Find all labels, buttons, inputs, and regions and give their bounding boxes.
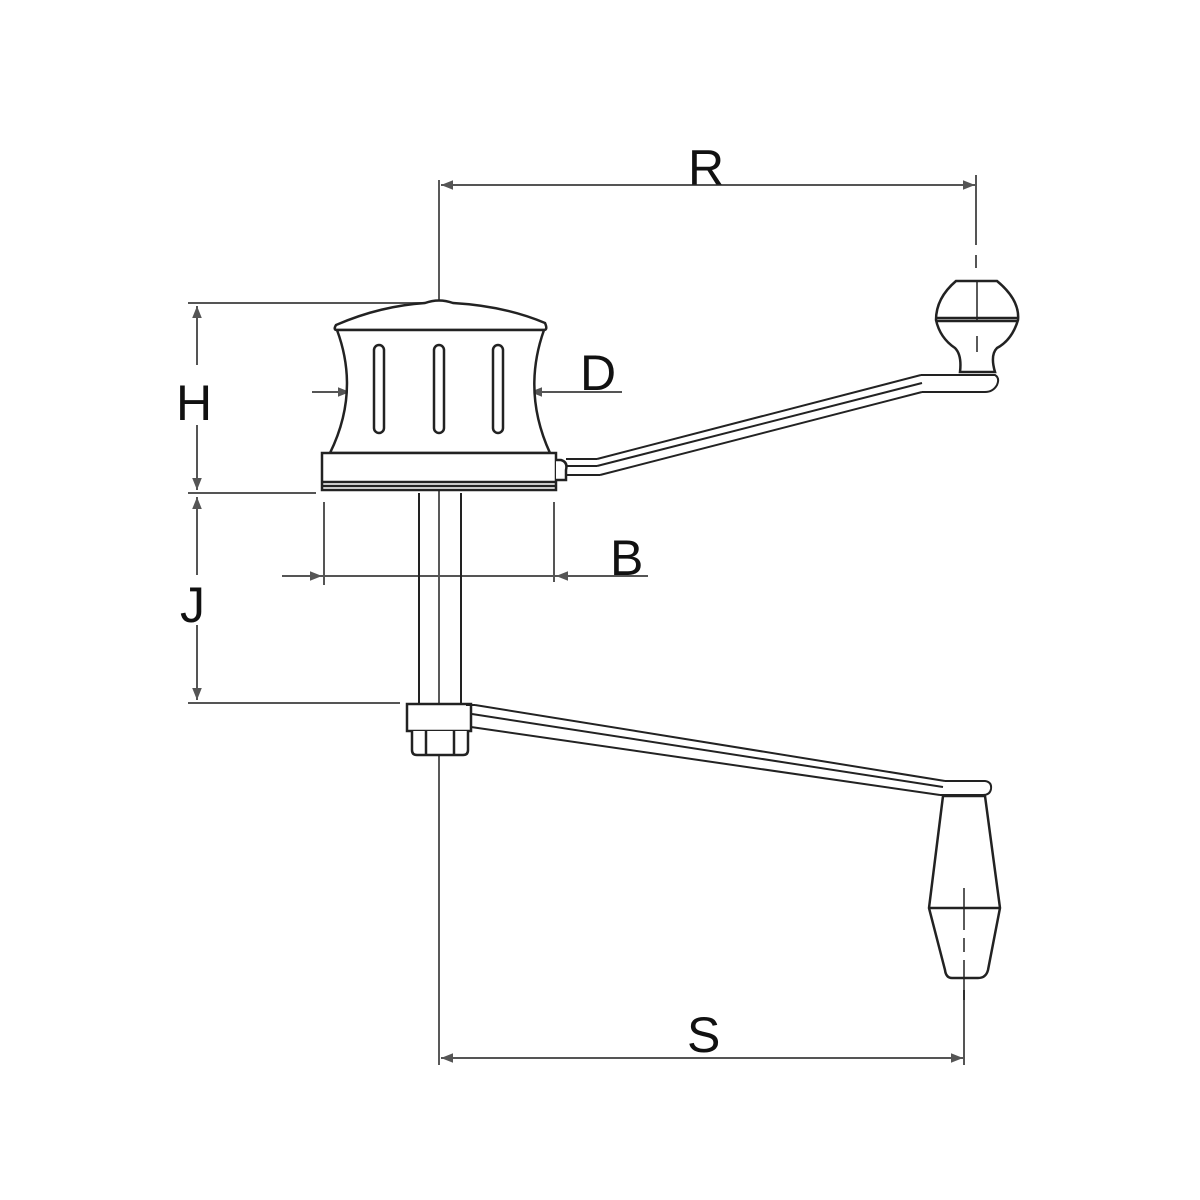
dimension-H [188, 302, 430, 494]
label-J: J [180, 577, 205, 633]
lower-hub-nut [405, 702, 473, 757]
upper-crank-arm [566, 374, 1000, 476]
dimension-J [188, 497, 400, 704]
label-B: B [610, 530, 644, 586]
lower-handle-grip [927, 794, 1002, 1000]
winch-shaft [418, 493, 462, 705]
winch-drum [320, 299, 568, 492]
label-R: R [688, 140, 725, 196]
label-S: S [687, 1007, 721, 1063]
dimension-R [441, 175, 977, 268]
lower-crank-arm [466, 704, 993, 796]
label-D: D [580, 345, 617, 401]
dimension-B [282, 502, 648, 585]
dimension-S [441, 990, 965, 1065]
label-H: H [176, 375, 213, 431]
upper-handle-knob [934, 279, 1020, 374]
